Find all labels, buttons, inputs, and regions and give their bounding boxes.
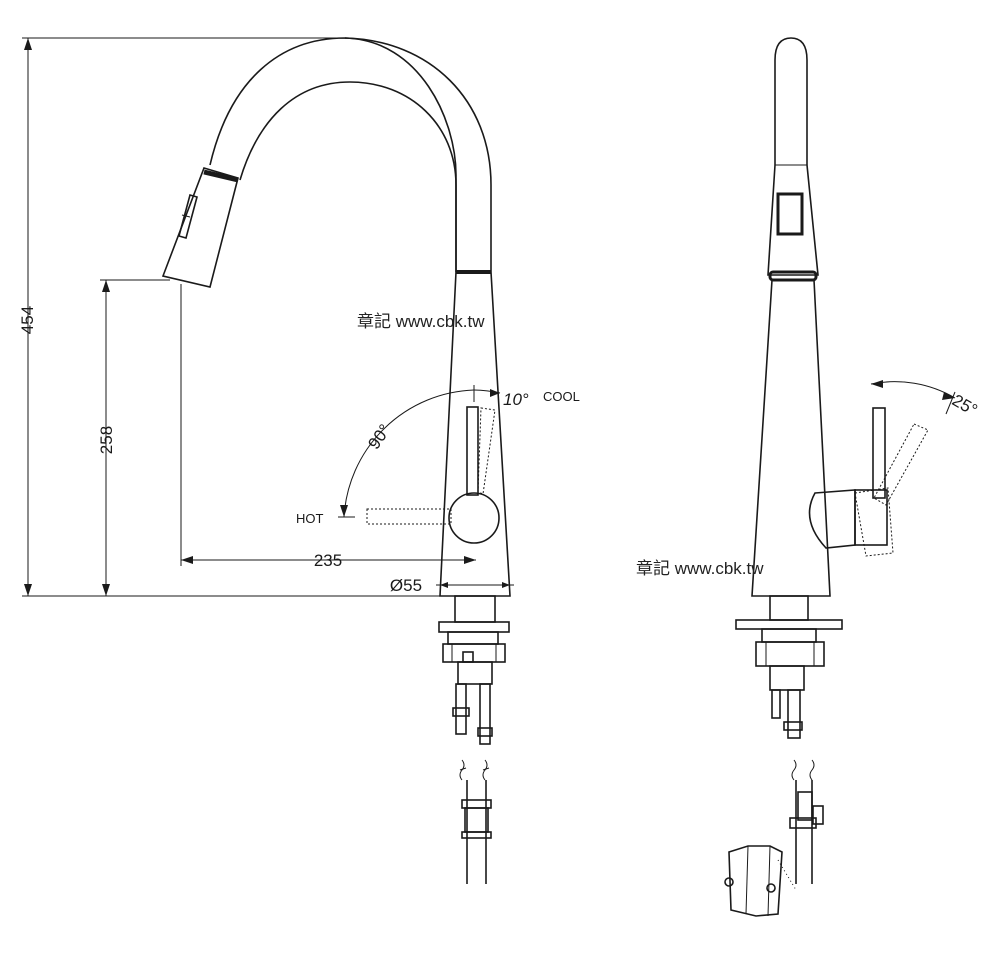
spout-height-label: 258 [97, 426, 116, 454]
front-watermark: 章記 www.cbk.tw [357, 312, 485, 331]
hot-label: HOT [296, 511, 324, 526]
front-view: 454 258 235 Ø55 [18, 37, 580, 884]
front-mounting-hardware [438, 595, 510, 884]
side-view: 25° 章記 [636, 37, 981, 917]
rotation-angle-label: 90° [364, 421, 394, 453]
side-watermark: 章記 www.cbk.tw [636, 559, 764, 578]
front-handle: 90° 10° COOL HOT [296, 385, 580, 544]
spout-height-dimension: 258 [97, 279, 170, 596]
base-diameter-label: Ø55 [390, 576, 422, 595]
reach-label: 235 [314, 551, 342, 570]
side-body [751, 279, 831, 597]
spout [161, 37, 492, 288]
cool-label: COOL [543, 389, 580, 404]
height-dimension: 454 [18, 37, 440, 597]
height-total-label: 454 [18, 306, 37, 334]
side-spout [767, 37, 819, 282]
base-diameter-dimension: Ø55 [390, 576, 514, 595]
side-handle: 25° [808, 380, 981, 557]
cool-angle-label: 10° [503, 390, 529, 409]
reach-dimension: 235 [180, 284, 476, 570]
side-mounting-hardware [724, 595, 843, 917]
